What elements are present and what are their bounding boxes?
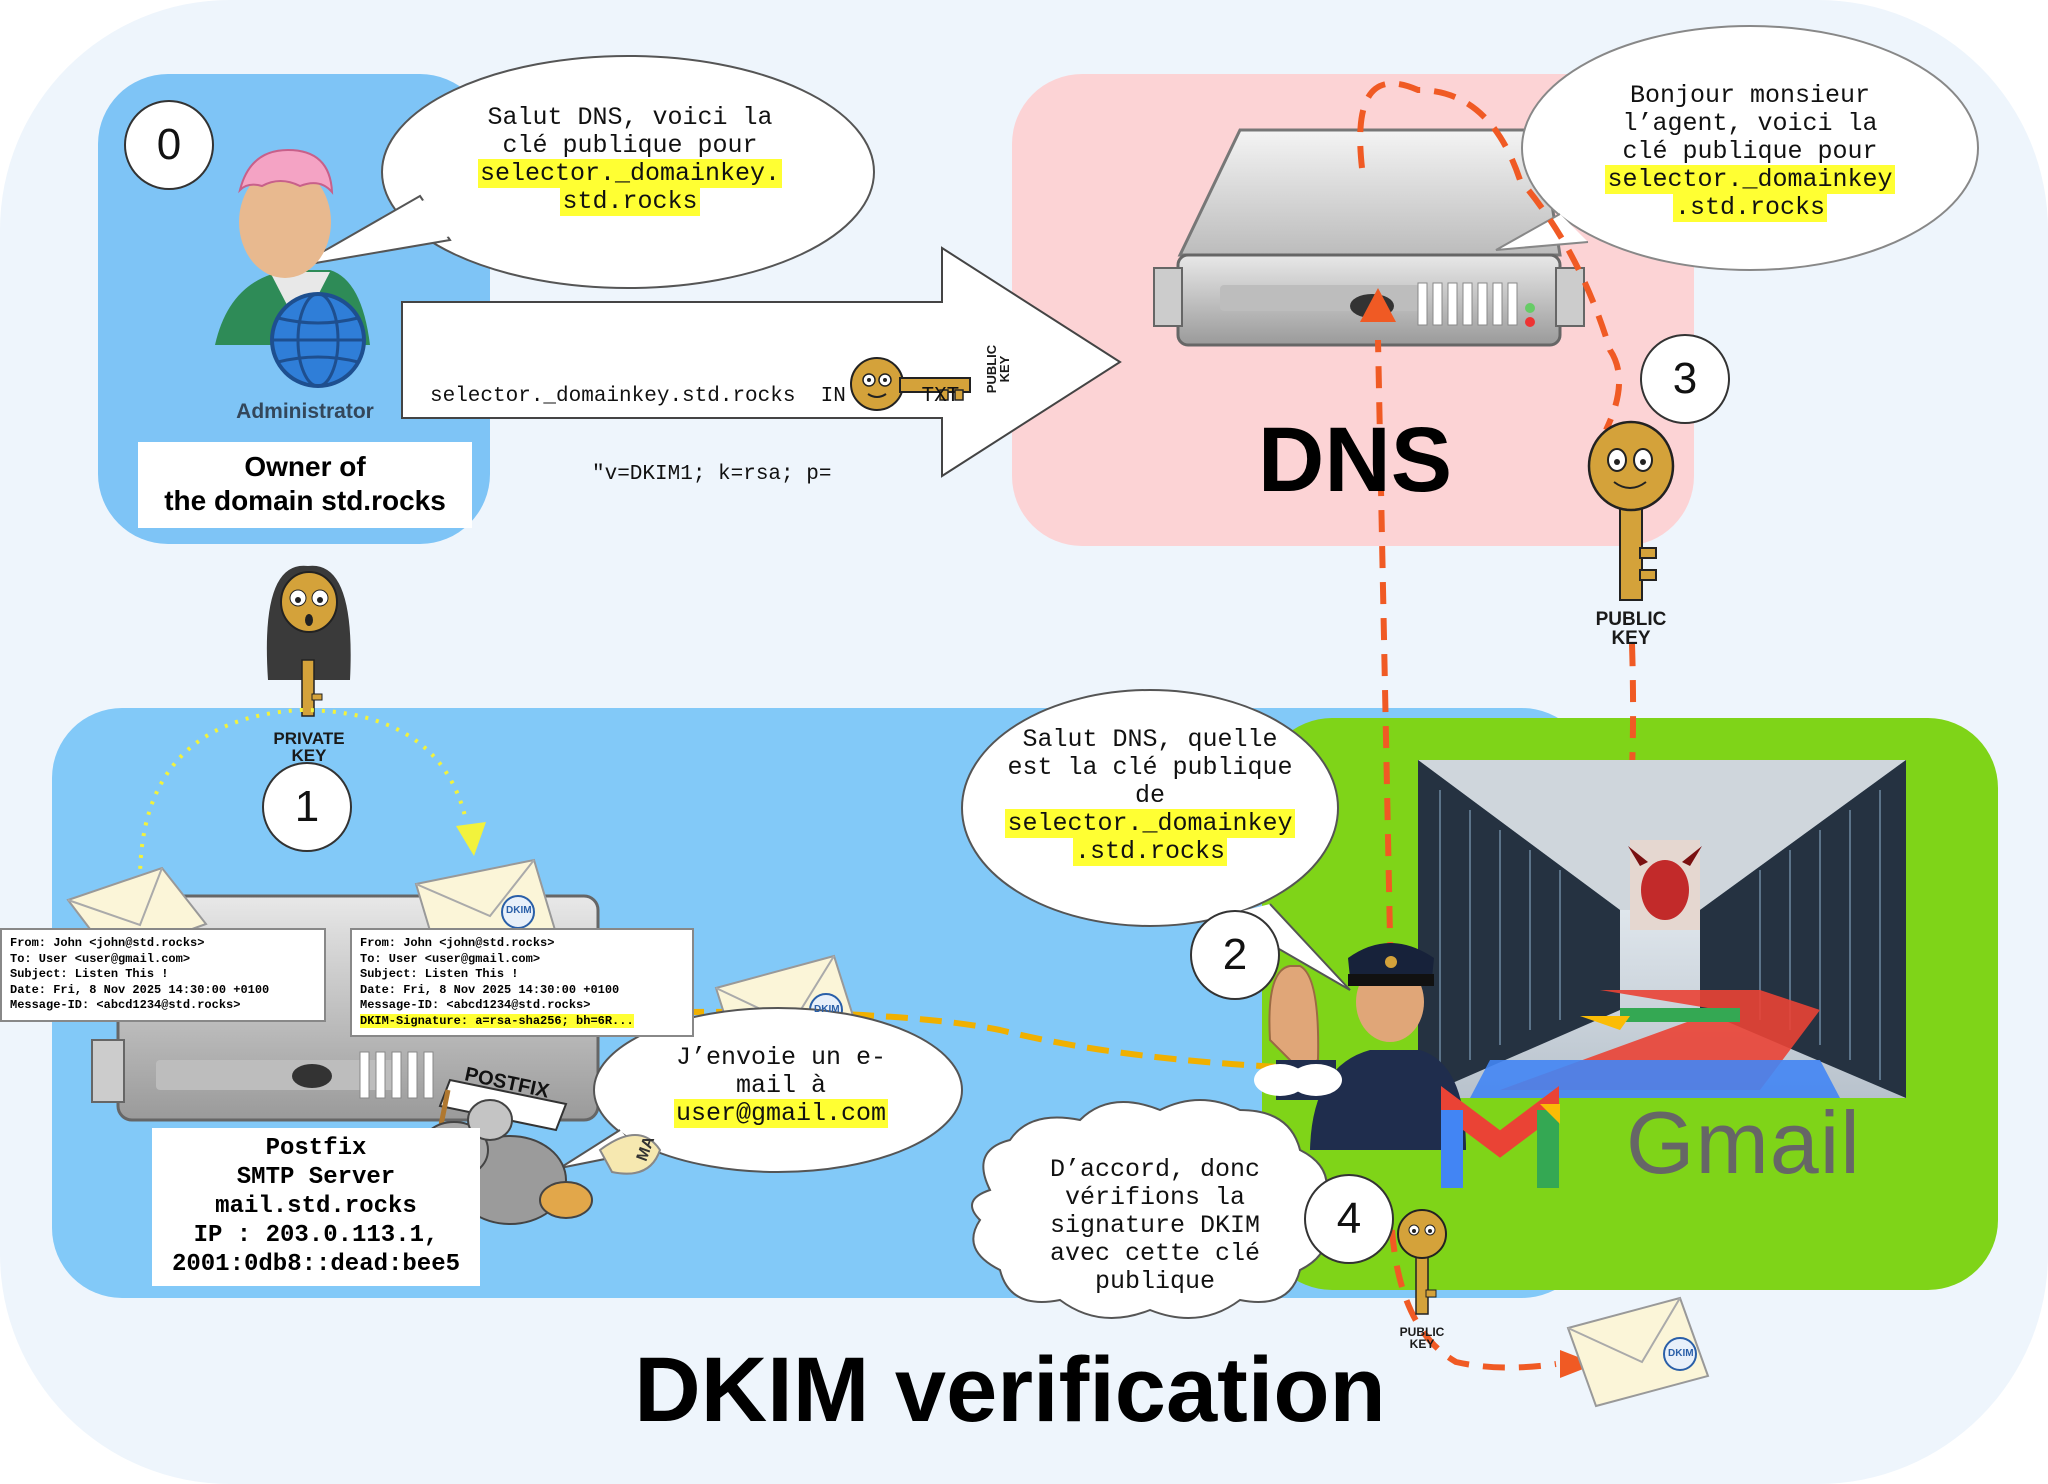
cloud-line3: signature DKIM [1049, 1211, 1261, 1240]
dns-bubble-highlight1: selector._domainkey [1605, 165, 1895, 194]
envelope-stamp-label: DKIM [506, 905, 532, 916]
dns-bubble-line3: clé publique pour [1622, 137, 1878, 166]
gmail-wordmark: Gmail [1626, 1093, 1861, 1192]
step-2-badge: 2 [1190, 910, 1280, 1000]
police-bubble-line3: de [1134, 781, 1165, 810]
police-bubble-line2: est la clé publique [1007, 753, 1293, 782]
dns-public-key-icon [1587, 420, 1675, 601]
dns-key-label-line1: PUBLIC [1595, 609, 1667, 630]
email-line: Date: Fri, 8 Nov 2025 14:30:00 +0100 [10, 982, 270, 997]
email-line: To: User <user@gmail.com> [360, 951, 541, 966]
arrow-head-up [1360, 288, 1396, 322]
cloud-line2: vérifions la [1064, 1183, 1246, 1212]
arrow-head-right [1560, 1350, 1596, 1378]
hooded-private-key-icon [266, 565, 351, 717]
dns-record-line1: selector._domainkey.std.rocks IN TXT [430, 385, 960, 408]
cloud-line1: D’accord, donc [1049, 1155, 1261, 1184]
email-line: From: John <john@std.rocks> [10, 936, 205, 950]
envelope-stamp-label: DKIM [814, 1004, 840, 1015]
cloud-text: D’accord, donc vérifions la signature DK… [1000, 1156, 1310, 1296]
dns-record-line2: "v=DKIM1; k=rsa; p= [592, 463, 832, 486]
administrator-label: Administrator [236, 400, 374, 423]
postfix-caption: Postfix SMTP Server mail.std.rocks IP : … [152, 1128, 480, 1286]
police-bubble-text: Salut DNS, quelle est la clé publique de… [990, 726, 1310, 866]
dkim-signature-line: DKIM-Signature: a=rsa-sha256; bh=6R... [360, 1013, 684, 1030]
step-3-badge: 3 [1640, 334, 1730, 424]
postfix-caption-line4: IP : 203.0.113.1, [193, 1222, 439, 1249]
small-public-key-icon [1397, 1209, 1447, 1315]
admin-caption: Owner of the domain std.rocks [138, 442, 472, 528]
step-1-badge: 1 [262, 762, 352, 852]
email-line: Message-ID: <abcd1234@std.rocks> [360, 998, 591, 1012]
private-key-label-line2: KEY [291, 746, 327, 765]
admin-caption-line2: the domain std.rocks [164, 485, 446, 516]
dns-bubble-line2: l’agent, voici la [1622, 109, 1878, 138]
admin-bubble-line1: Salut DNS, voici la [487, 103, 773, 132]
signing-arc-head [456, 822, 486, 856]
send-path [681, 1008, 1301, 1071]
small-key-label-line1: PUBLIC [1399, 1325, 1445, 1339]
dns-speech-bubble [1495, 25, 1979, 271]
police-bubble-highlight1: selector._domainkey [1005, 809, 1295, 838]
postfix-caption-line1: Postfix [265, 1135, 367, 1162]
email-line: Date: Fri, 8 Nov 2025 14:30:00 +0100 [360, 982, 620, 997]
record-key-label: PUBLIC KEY [984, 339, 1012, 399]
postfix-bubble-text: J’envoie un e- mail à user@gmail.com [626, 1044, 936, 1128]
postfix-caption-line5: 2001:0db8::dead:bee5 [171, 1251, 461, 1278]
dns-bubble-text: Bonjour monsieur l’agent, voici la clé p… [1570, 82, 1930, 222]
envelope-verified-icon [1566, 1296, 1710, 1408]
small-key-label: PUBLIC KEY [1390, 1326, 1454, 1350]
postfix-bubble-line2: mail à [735, 1071, 826, 1100]
admin-caption-line1: Owner of [244, 451, 366, 482]
admin-bubble-highlight1: selector._domainkey. [477, 159, 783, 188]
dns-record-text: selector._domainkey.std.rocks IN TXT "v=… [430, 332, 959, 514]
private-key-label: PRIVATE KEY [262, 730, 356, 764]
dns-title: DNS [1257, 409, 1453, 511]
administrator-icon [215, 148, 370, 388]
record-key-icon [850, 357, 971, 411]
admin-bubble-highlight2: std.rocks [560, 187, 700, 216]
dns-record-arrow [401, 246, 1122, 478]
email-line: Subject: Listen This ! [360, 967, 519, 981]
email-header-signed: From: John <john@std.rocks>To: User <use… [350, 928, 694, 1037]
admin-bubble-text: Salut DNS, voici la clé publique pour se… [430, 104, 830, 216]
email-line: From: John <john@std.rocks> [360, 936, 555, 950]
admin-bubble-line2: clé publique pour [502, 131, 758, 160]
small-key-label-line2: KEY [1409, 1337, 1435, 1351]
dns-bubble-line1: Bonjour monsieur [1629, 81, 1871, 110]
cloud-line5: publique [1094, 1267, 1216, 1296]
dns-key-label-line2: KEY [1611, 628, 1651, 649]
postfix-bubble-highlight: user@gmail.com [673, 1099, 889, 1128]
gmail-logo-icon [1441, 1086, 1560, 1188]
postfix-caption-line3: mail.std.rocks [215, 1193, 417, 1220]
dns-bubble-highlight2: .std.rocks [1672, 193, 1828, 222]
email-line: Message-ID: <abcd1234@std.rocks> [10, 998, 241, 1012]
police-bubble-line1: Salut DNS, quelle [1022, 725, 1278, 754]
step-4-badge: 4 [1304, 1174, 1394, 1264]
diagram-title: DKIM verification [634, 1339, 1386, 1441]
cloud-line4: avec cette clé [1049, 1239, 1261, 1268]
step-0-badge: 0 [124, 100, 214, 190]
datacenter-image [1418, 760, 1906, 1098]
email-line: To: User <user@gmail.com> [10, 951, 191, 966]
email-header-unsigned: From: John <john@std.rocks>To: User <use… [0, 928, 326, 1022]
email-line: Subject: Listen This ! [10, 967, 169, 981]
postfix-caption-line2: SMTP Server [236, 1164, 396, 1191]
record-key-label-line2: KEY [997, 355, 1012, 383]
police-bubble-highlight2: .std.rocks [1072, 837, 1228, 866]
postfix-bubble-line1: J’envoie un e- [675, 1043, 887, 1072]
dkim-signature-text: DKIM-Signature: a=rsa-sha256; bh=6R... [360, 1013, 634, 1028]
dns-key-label: PUBLIC KEY [1586, 610, 1676, 648]
envelope-stamp-label: DKIM [1668, 1348, 1694, 1359]
private-key-label-line1: PRIVATE [273, 729, 345, 748]
police-officer-icon [1254, 943, 1466, 1150]
